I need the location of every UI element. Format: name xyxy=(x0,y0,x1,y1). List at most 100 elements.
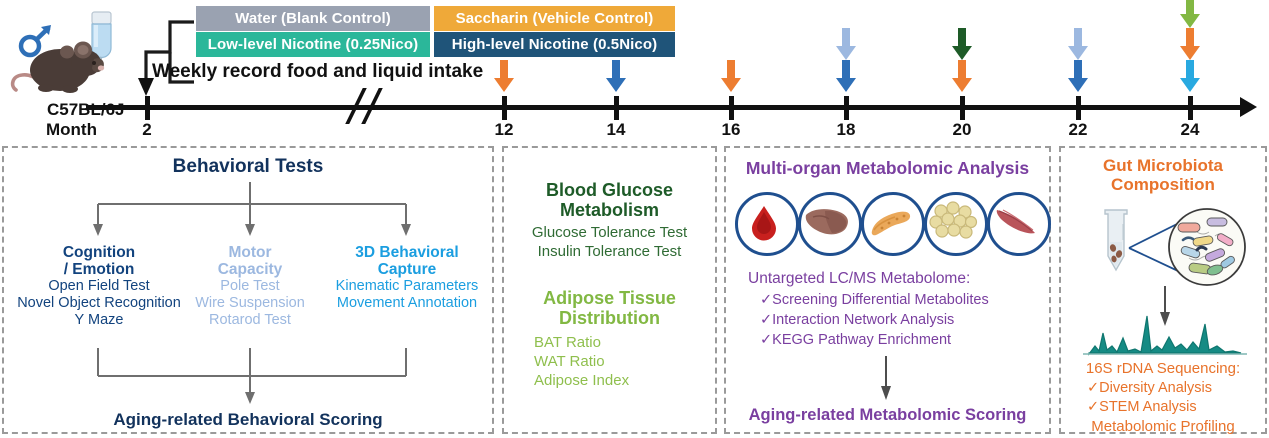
timeline-arrowhead xyxy=(1240,97,1257,117)
arrow-head xyxy=(1180,46,1200,60)
nicotine-event-arrow-m22 xyxy=(1067,60,1089,92)
blood-drop-icon xyxy=(752,206,776,241)
arrow-head xyxy=(952,46,972,60)
arrow-shaft xyxy=(612,60,620,78)
glucose-event-arrow-m20 xyxy=(951,28,973,60)
metabolomic-subtitle: Untargeted LC/MS Metabolome: xyxy=(748,270,971,287)
arrow-shaft xyxy=(1074,28,1082,46)
timeline-tick-label-22: 22 xyxy=(1068,120,1088,139)
capture-item-0: Kinematic Parameters xyxy=(335,278,479,294)
microbiota-illustration xyxy=(1083,208,1247,356)
organ-blood-circle xyxy=(735,192,799,256)
cognition-item-2: Y Maze xyxy=(74,312,124,328)
behavioral-col-cognition: Cognition / Emotion Open Field Test Nove… xyxy=(4,244,194,329)
arrow-shaft xyxy=(958,60,966,78)
cognition-heading-line1: Cognition xyxy=(62,244,136,261)
behavioral-col-3d: 3D Behavioral Capture Kinematic Paramete… xyxy=(318,244,496,312)
arrow-head xyxy=(836,46,856,60)
capture-heading-line2: Capture xyxy=(377,261,437,278)
legend-low-nicotine: Low-level Nicotine (0.25Nico) xyxy=(196,32,430,57)
mouse-illustration xyxy=(8,8,138,108)
behavior-event-arrow-m18 xyxy=(835,28,857,60)
panel-glucose-adipose: Blood Glucose Metabolism Glucose Toleran… xyxy=(502,146,717,434)
arrow-head xyxy=(836,78,856,92)
timeline-tick-label-2: 2 xyxy=(142,120,152,139)
legend-water: Water (Blank Control) xyxy=(196,6,430,31)
nicotine-event-arrow-m14 xyxy=(605,60,627,92)
arrow-head xyxy=(1068,78,1088,92)
arrow-shaft xyxy=(1186,0,1194,14)
muscle-icon xyxy=(996,209,1035,234)
saccharin-event-arrow-m16 xyxy=(720,60,742,92)
saccharin-event-arrow-m12 xyxy=(493,60,515,92)
microbiota-title-line1: Gut Microbiota xyxy=(1103,156,1223,175)
adipose-icon xyxy=(929,201,978,239)
adipose-item-0: BAT Ratio xyxy=(534,334,601,351)
glucose-title-line2: Metabolism xyxy=(559,200,660,220)
pancreas-icon xyxy=(871,211,911,236)
microbiota-event-arrow-m24 xyxy=(1179,60,1201,92)
microbiota-item-0: ✓Diversity Analysis xyxy=(1087,380,1212,396)
liver-icon xyxy=(805,209,848,235)
capture-item-1: Movement Annotation xyxy=(336,295,478,311)
panel-behavioral-tests: Behavioral Tests Cognition / Emotion Ope… xyxy=(2,146,494,434)
timeline-tick-label-14: 14 xyxy=(606,120,626,139)
motor-item-2: Rotarod Test xyxy=(209,312,291,328)
arrow-head xyxy=(952,78,972,92)
microbiota-item-1: ✓STEM Analysis xyxy=(1087,399,1197,415)
arrow-shaft xyxy=(727,60,735,78)
arrow-shaft xyxy=(1186,60,1194,78)
timeline-tick-label-12: 12 xyxy=(494,120,514,139)
motor-heading-line1: Motor xyxy=(228,244,272,261)
arrow-shaft xyxy=(958,28,966,46)
microbiota-title-line2: Composition xyxy=(1111,175,1215,194)
organ-pancreas-circle xyxy=(861,192,925,256)
group-bracket xyxy=(128,6,208,98)
bacteria-magnifier-icon xyxy=(1168,208,1246,286)
month-axis-label: Month xyxy=(46,120,97,139)
behavior-event-arrow-m22 xyxy=(1067,28,1089,60)
behavioral-title: Behavioral Tests xyxy=(172,156,324,177)
cognition-item-0: Open Field Test xyxy=(48,278,150,294)
panel-metabolomic: Multi-organ Metabolomic Analysis xyxy=(724,146,1051,434)
metabolomic-footer: Aging-related Metabolomic Scoring xyxy=(748,406,1027,424)
arrow-shaft xyxy=(842,60,850,78)
timeline-tick-14 xyxy=(614,96,619,120)
arrow-shaft xyxy=(1186,28,1194,46)
timeline-tick-16 xyxy=(729,96,734,120)
glucose-title-line1: Blood Glucose xyxy=(545,180,673,200)
weekly-record-note: Weekly record food and liquid intake xyxy=(152,61,484,82)
microbiota-footer: Metabolomic Profiling xyxy=(1091,418,1235,435)
timeline-tick-2 xyxy=(145,96,150,120)
adipose-title-line2: Distribution xyxy=(559,308,660,328)
motor-item-0: Pole Test xyxy=(220,278,280,294)
motor-heading-line2: Capacity xyxy=(217,261,283,278)
arrow-head xyxy=(1068,46,1088,60)
timeline-axis xyxy=(86,105,1246,110)
mouse-strain-label: C57BL/6J xyxy=(47,100,124,120)
nicotine-event-arrow-m18 xyxy=(835,60,857,92)
saccharin-event-arrow-m24 xyxy=(1179,28,1201,60)
male-symbol-icon xyxy=(18,25,51,58)
arrow-head xyxy=(721,78,741,92)
metabolomic-item-1: ✓Interaction Network Analysis xyxy=(760,312,955,328)
timeline-tick-12 xyxy=(502,96,507,120)
axis-break-icon xyxy=(345,88,388,124)
adipose-event-arrow-m24 xyxy=(1179,0,1201,28)
adipose-item-2: Adipose Index xyxy=(534,372,630,389)
arrow-shaft xyxy=(1074,60,1082,78)
behavioral-flow-top xyxy=(93,182,411,236)
cognition-item-1: Novel Object Recognition xyxy=(17,295,181,311)
metabolomic-flow-arrow xyxy=(881,356,891,400)
arrow-shaft xyxy=(842,28,850,46)
timeline-tick-label-20: 20 xyxy=(952,120,972,139)
behavioral-flow-bottom xyxy=(97,348,407,404)
mouse-body-icon xyxy=(10,41,105,93)
timeline-tick-22 xyxy=(1076,96,1081,120)
metabolomic-title: Multi-organ Metabolomic Analysis xyxy=(745,158,1030,178)
legend-saccharin: Saccharin (Vehicle Control) xyxy=(434,6,675,31)
capture-heading-line1: 3D Behavioral xyxy=(355,244,459,261)
adipose-item-1: WAT Ratio xyxy=(534,353,605,370)
organ-adipose-circle xyxy=(924,192,988,256)
